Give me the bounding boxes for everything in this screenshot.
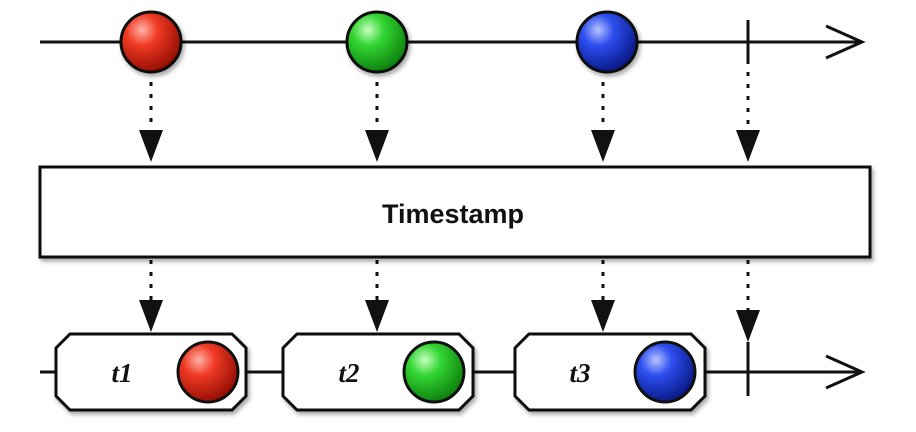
- output-item-1: t1: [54, 332, 248, 412]
- timestamp-label: t3: [569, 358, 590, 388]
- lower-arrows: [139, 260, 760, 342]
- down-arrow-icon: [365, 130, 389, 162]
- down-arrow-icon: [591, 130, 615, 162]
- output-item-3: t3: [513, 332, 707, 412]
- output-marble-red: [176, 340, 240, 404]
- down-arrow-icon: [591, 300, 615, 332]
- output-marble-green: [402, 340, 466, 404]
- timeline-arrow-icon: [825, 24, 866, 60]
- down-arrow-icon: [139, 300, 163, 332]
- input-marbles: [119, 10, 639, 74]
- down-arrow-icon: [139, 130, 163, 162]
- timestamp-label: t1: [111, 358, 132, 388]
- operator-label: Timestamp: [382, 199, 524, 229]
- down-arrow-icon: [736, 130, 760, 162]
- output-item-2: t2: [281, 332, 475, 412]
- timeline-arrow-icon: [825, 354, 866, 390]
- down-arrow-icon: [365, 300, 389, 332]
- input-marble-blue: [575, 10, 639, 74]
- output-marble-blue: [633, 340, 697, 404]
- input-marble-green: [345, 10, 409, 74]
- upper-arrows: [139, 72, 760, 162]
- down-arrow-icon: [736, 310, 760, 342]
- timestamp-label: t2: [338, 358, 359, 388]
- input-marble-red: [119, 10, 183, 74]
- operator-box: Timestamp: [38, 165, 872, 259]
